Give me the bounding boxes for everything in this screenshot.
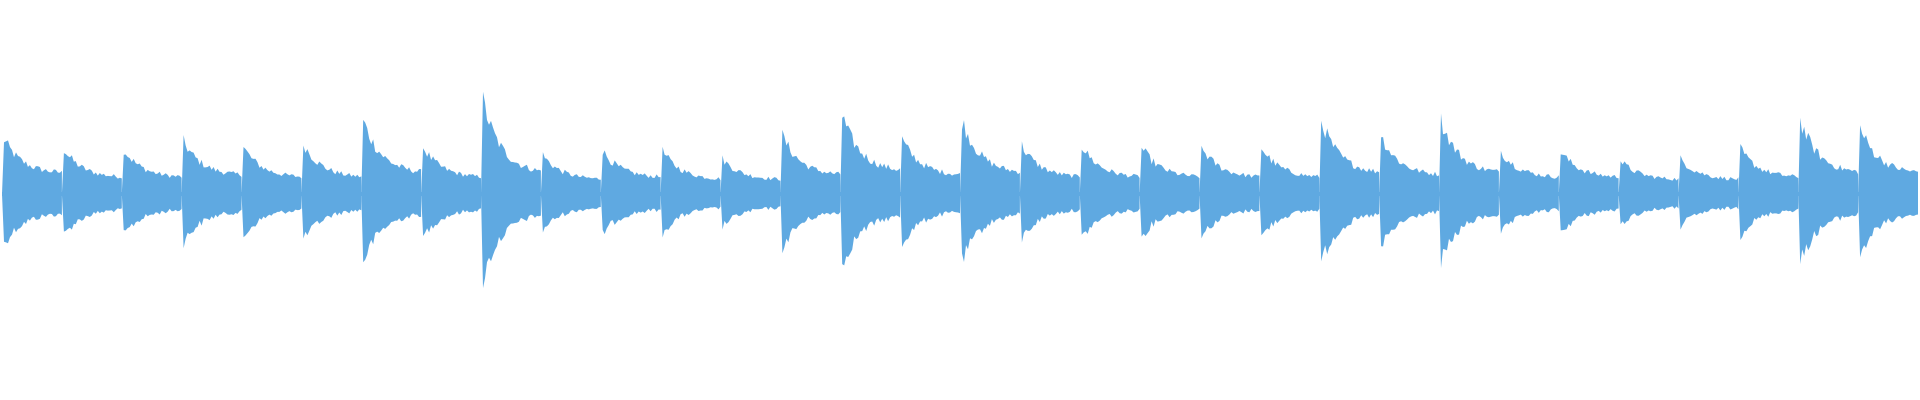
waveform-beat [780, 129, 841, 254]
waveform-beat [1798, 117, 1859, 265]
waveform-beat [361, 119, 422, 263]
waveform-beat [1439, 113, 1499, 269]
waveform-beat [900, 136, 960, 247]
waveform-center-line [2, 192, 1918, 196]
waveform-beat [1019, 141, 1080, 243]
waveform-beat [840, 116, 901, 266]
waveform-beat [2, 140, 62, 244]
waveform-beat [1379, 137, 1439, 247]
waveform-beat [1319, 120, 1380, 262]
waveform-beat [1858, 125, 1918, 258]
waveform-beat [181, 135, 242, 249]
waveform-beat [960, 120, 1020, 262]
waveform-beat [481, 91, 541, 289]
